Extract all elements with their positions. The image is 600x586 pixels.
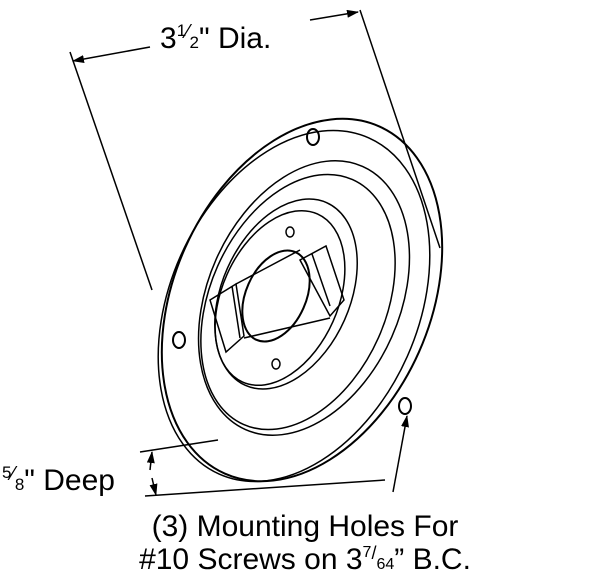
slot-left — [209, 282, 245, 354]
mounting-hole — [306, 128, 320, 146]
flange-ring-2 — [200, 173, 396, 431]
diameter-label: 31⁄2" Dia. — [160, 21, 271, 55]
dia-arrow-right — [309, 9, 359, 21]
flange-ring-4 — [214, 209, 346, 387]
depth-extension-top — [139, 439, 219, 453]
slot-right — [298, 244, 345, 318]
inner-hole — [271, 358, 281, 370]
flange-body — [157, 117, 444, 483]
slot-left-inner — [231, 285, 241, 339]
slot-right-inner — [311, 253, 331, 307]
depth-arrow-bottom — [149, 477, 158, 496]
slot-ledges — [235, 249, 331, 339]
note-line-1: (3) Mounting Holes For — [152, 510, 459, 543]
depth-arrow-top — [146, 451, 155, 471]
flange-front-edge — [157, 129, 431, 483]
dia-extension-left — [69, 51, 153, 291]
depth-extension-bottom — [144, 479, 386, 497]
flange-ring-1 — [197, 160, 411, 436]
dia-extension-right — [359, 9, 441, 249]
inner-hole — [285, 226, 295, 238]
hole-leader-arrow — [392, 415, 409, 493]
dimension-lines — [69, 9, 441, 497]
depth-label: 5⁄8" Deep — [2, 463, 115, 497]
dia-arrow-left — [72, 46, 151, 63]
flange-ring-3 — [214, 198, 358, 390]
mounting-hole — [398, 397, 412, 415]
mounting-hole — [172, 331, 186, 349]
note-line-2: #10 Screws on 37/64” B.C. — [139, 543, 471, 576]
